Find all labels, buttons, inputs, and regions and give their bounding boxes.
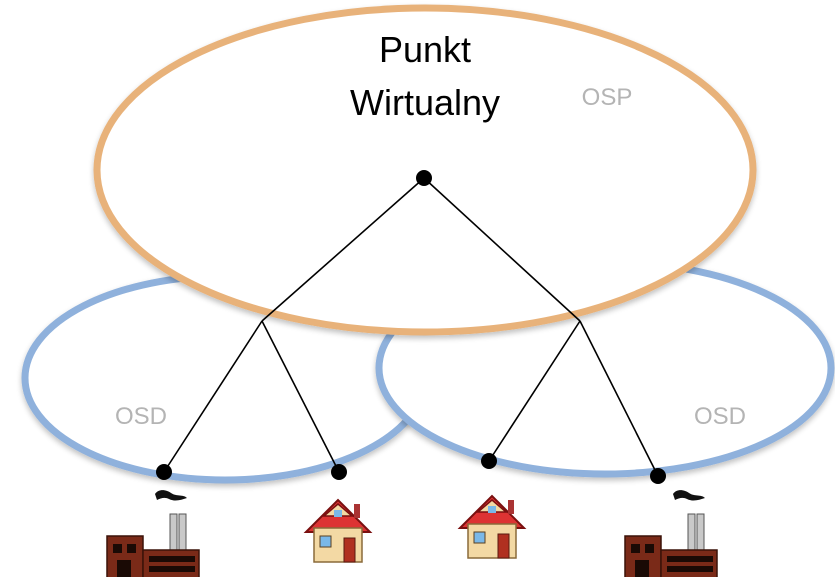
leaf-node-1 xyxy=(156,464,172,480)
edge-right-leaf1 xyxy=(488,320,581,462)
osp-label: OSP xyxy=(582,84,633,111)
leaf-node-2 xyxy=(331,464,347,480)
factory-icon xyxy=(624,490,718,577)
edge-left-leaf1 xyxy=(163,320,263,473)
root-node xyxy=(416,170,432,186)
edge-root-left xyxy=(261,177,425,322)
factory-icon xyxy=(106,490,200,577)
osd-right-label: OSD xyxy=(694,403,746,430)
title-line-1: Punkt xyxy=(379,29,471,70)
house-icon xyxy=(303,498,373,563)
osd-left-label: OSD xyxy=(115,403,167,430)
leaf-node-4 xyxy=(650,468,666,484)
leaf-node-3 xyxy=(481,453,497,469)
title-line-2: Wirtualny xyxy=(350,82,500,123)
edge-left-leaf2 xyxy=(261,320,340,473)
tree-edges xyxy=(163,177,659,477)
house-icon xyxy=(457,494,527,559)
edge-right-leaf2 xyxy=(579,320,659,477)
osp-zone xyxy=(93,4,757,336)
edge-root-right xyxy=(423,177,581,322)
